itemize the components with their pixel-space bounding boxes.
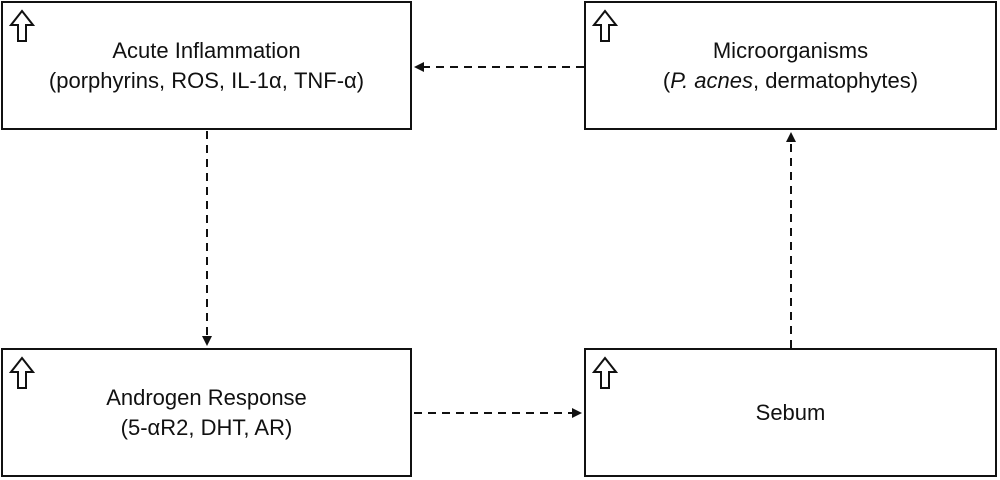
microorganisms-title: Microorganisms <box>712 37 869 63</box>
androgen-response-label: Androgen Response (5-αR2, DHT, AR) <box>3 383 410 443</box>
acute-inflammation-mediators: (porphyrins, ROS, IL-1α, TNF-α) <box>48 67 365 93</box>
up-arrow-icon <box>592 356 618 389</box>
sebum-title: Sebum <box>755 399 826 425</box>
microorganisms-example-rest: , dermatophytes <box>753 67 911 93</box>
acute-inflammation-label: Acute Inflammation (porphyrins, ROS, IL-… <box>3 36 410 96</box>
microorganisms-label: Microorganisms (P. acnes, dermatophytes) <box>586 36 995 96</box>
up-arrow-icon <box>592 9 618 42</box>
microorganisms-examples: (P. acnes, dermatophytes) <box>662 67 919 93</box>
androgen-response-node: Androgen Response (5-αR2, DHT, AR) <box>1 348 412 477</box>
sebum-label: Sebum <box>586 398 995 428</box>
acute-inflammation-title: Acute Inflammation <box>112 37 301 63</box>
sebum-node: Sebum <box>584 348 997 477</box>
androgen-response-title: Androgen Response <box>106 384 307 410</box>
up-arrow-icon <box>9 356 35 389</box>
androgen-response-factors: (5-αR2, DHT, AR) <box>120 414 293 440</box>
acute-inflammation-node: Acute Inflammation (porphyrins, ROS, IL-… <box>1 1 412 130</box>
up-arrow-icon <box>9 9 35 42</box>
microorganisms-example-italic: P. acnes <box>670 67 754 93</box>
microorganisms-node: Microorganisms (P. acnes, dermatophytes) <box>584 1 997 130</box>
